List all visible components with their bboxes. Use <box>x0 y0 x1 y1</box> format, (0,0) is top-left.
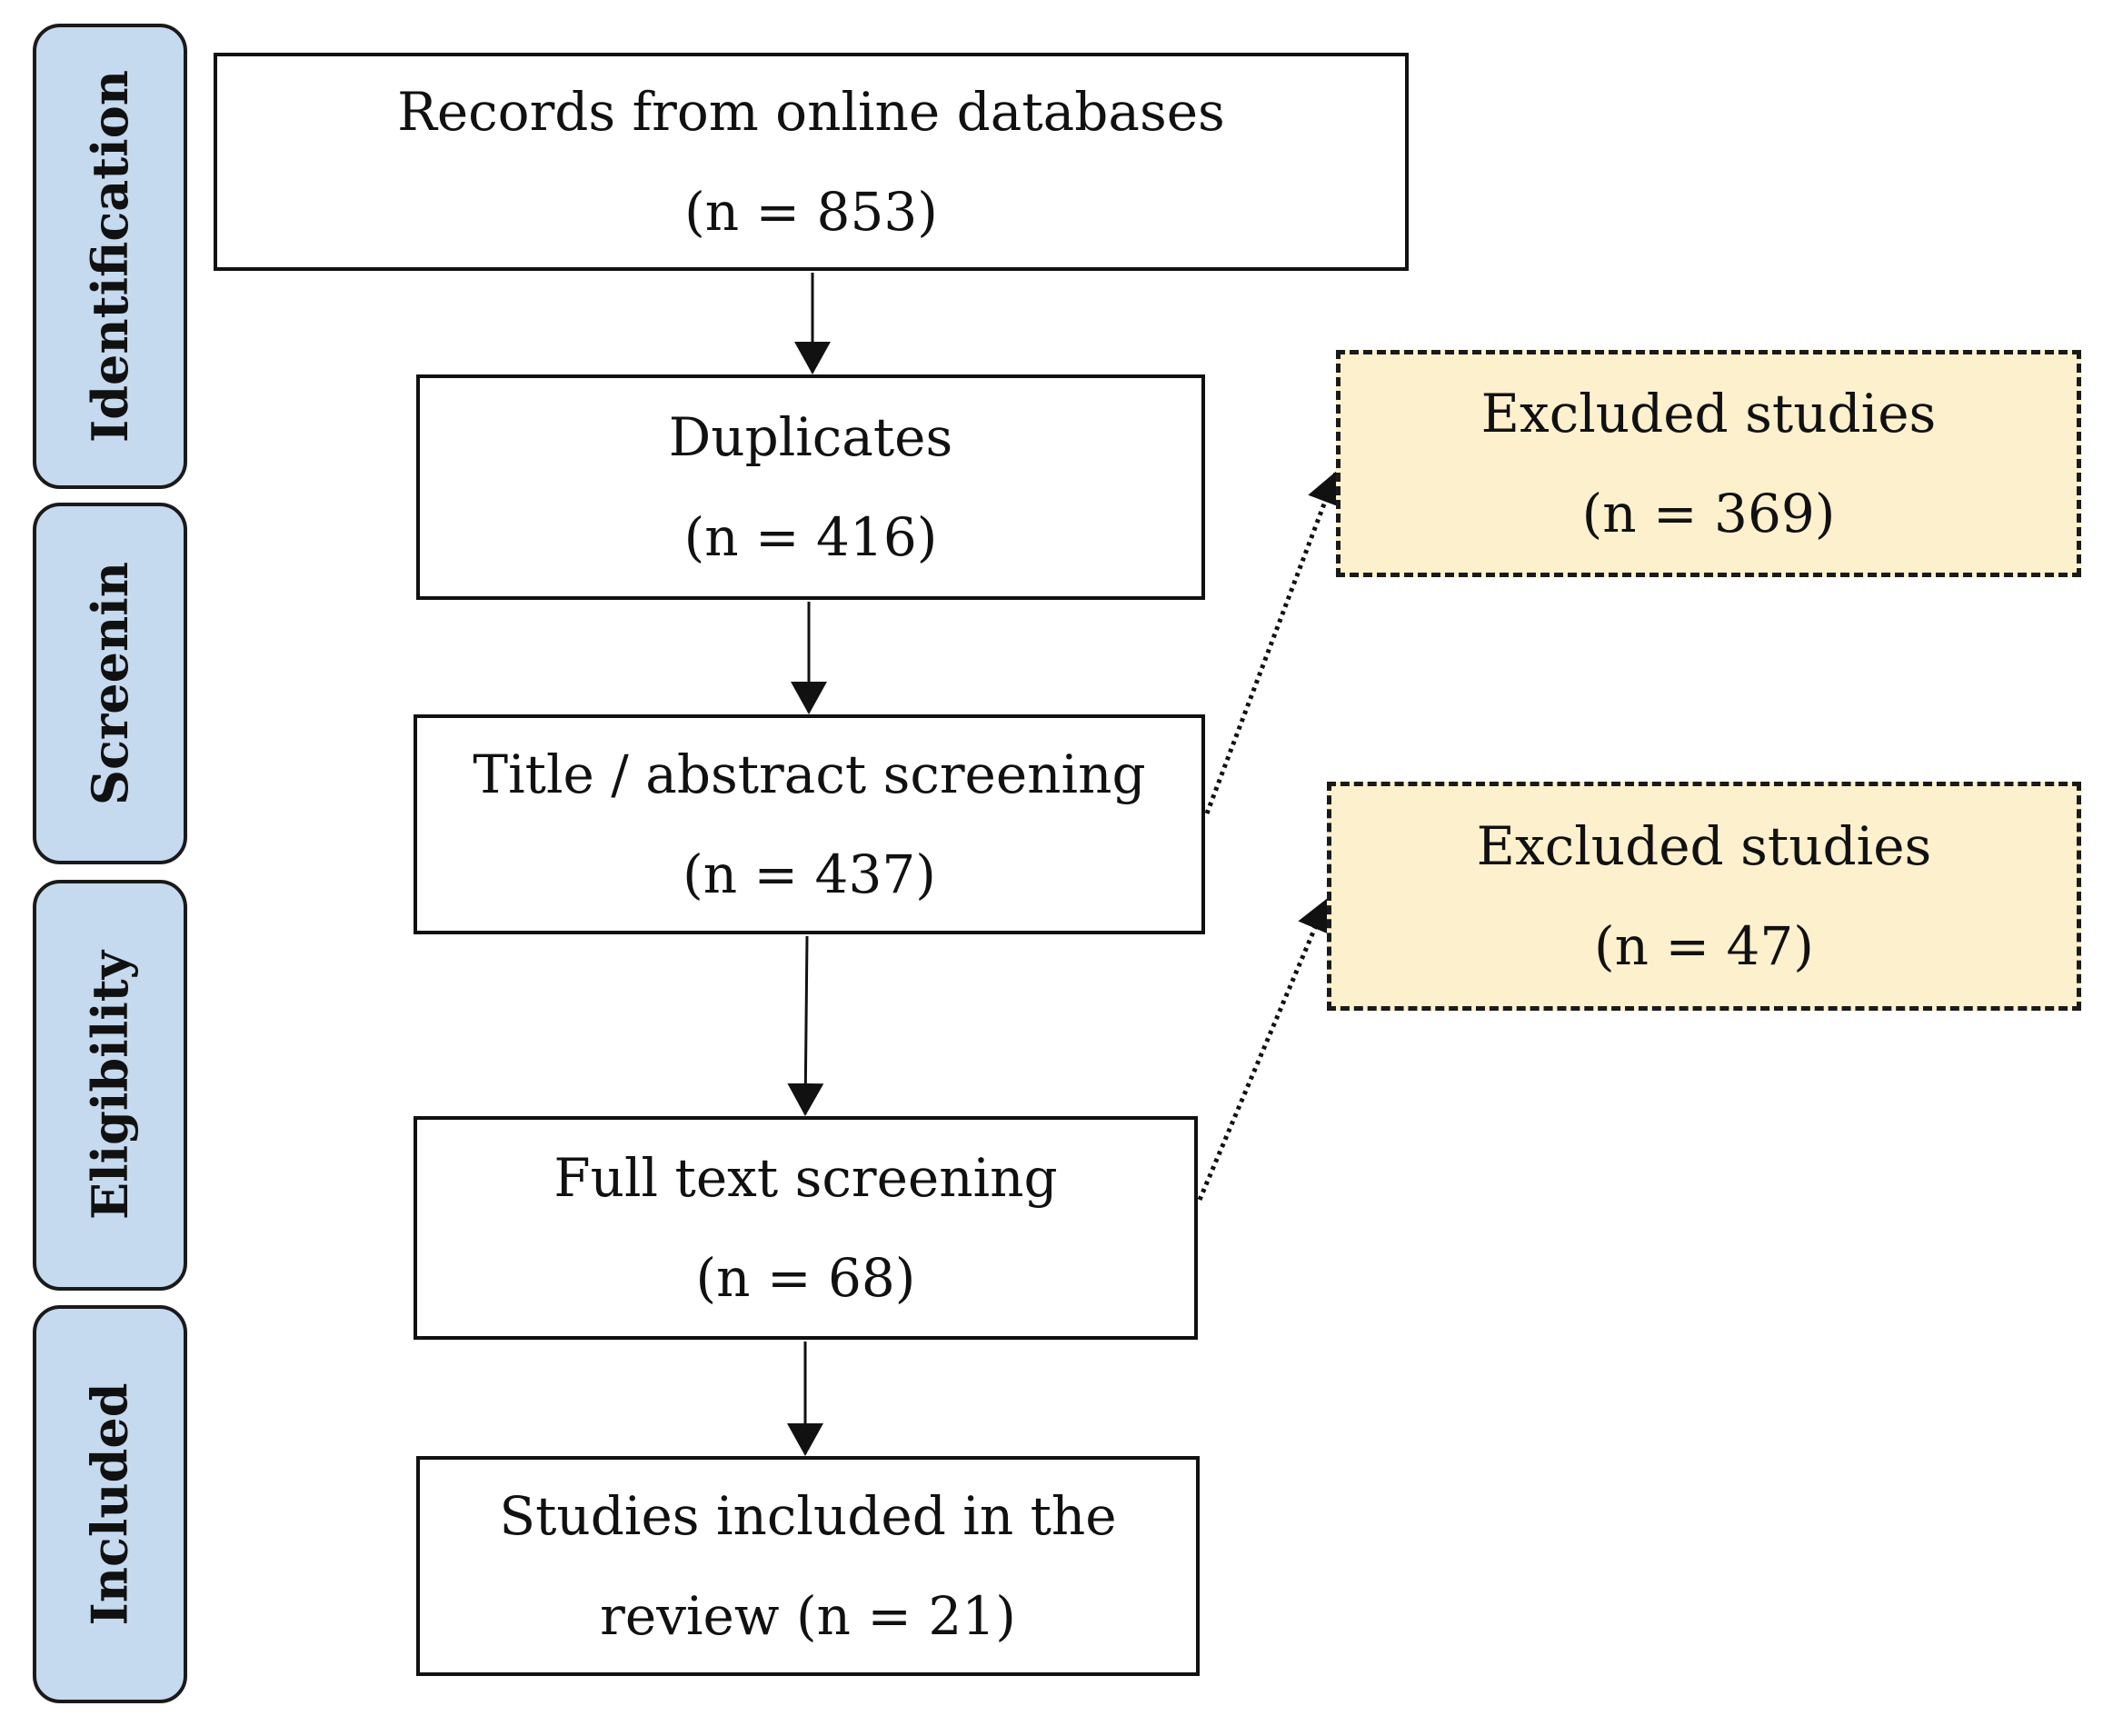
records-count: (n = 853) <box>684 181 938 243</box>
phase-screening: Screenin <box>33 503 187 864</box>
arrow-title-to-excluded-1 <box>1204 471 1342 814</box>
arrow-fulltext-to-excluded-2 <box>1197 898 1332 1201</box>
phase-included: Included <box>33 1305 187 1703</box>
excluded-1-count: (n = 369) <box>1581 483 1836 544</box>
title-abstract-box: Title / abstract screening (n = 437) <box>414 714 1205 934</box>
full-text-label: Full text screening <box>553 1147 1058 1209</box>
duplicates-label: Duplicates <box>668 406 953 468</box>
records-box: Records from online databases (n = 853) <box>214 53 1409 271</box>
included-line2: review (n = 21) <box>600 1585 1016 1647</box>
included-line1: Studies included in the <box>499 1485 1117 1547</box>
excluded-2-label: Excluded studies <box>1476 815 1932 877</box>
duplicates-box: Duplicates (n = 416) <box>416 374 1205 600</box>
excluded-1-label: Excluded studies <box>1480 383 1937 444</box>
excluded-box-1: Excluded studies (n = 369) <box>1336 350 2081 577</box>
title-abstract-count: (n = 437) <box>683 843 936 905</box>
full-text-count: (n = 68) <box>695 1247 916 1309</box>
title-abstract-label: Title / abstract screening <box>473 743 1146 805</box>
records-label: Records from online databases <box>397 81 1225 143</box>
included-box: Studies included in the review (n = 21) <box>416 1456 1200 1676</box>
full-text-box: Full text screening (n = 68) <box>414 1116 1198 1340</box>
arrow-title-to-fulltext <box>787 935 824 1116</box>
excluded-box-2: Excluded studies (n = 47) <box>1327 782 2081 1011</box>
excluded-2-count: (n = 47) <box>1594 915 1814 977</box>
phase-eligibility: Eligibility <box>33 880 187 1291</box>
phase-identification: Identification <box>33 24 187 489</box>
duplicates-count: (n = 416) <box>683 506 938 568</box>
